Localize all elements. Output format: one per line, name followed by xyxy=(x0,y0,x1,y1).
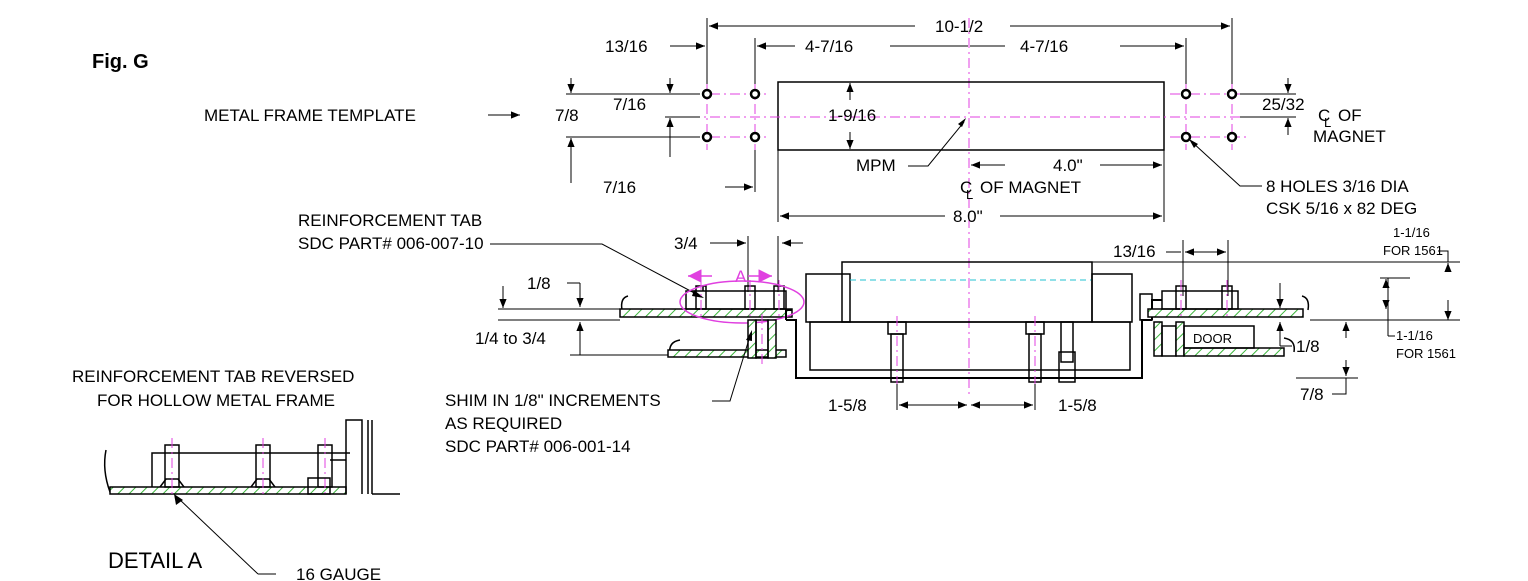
hole-4-icon xyxy=(749,131,761,143)
door-label: DOOR xyxy=(1193,331,1232,346)
detail-a: REINFORCEMENT TAB REVERSED FOR HOLLOW ME… xyxy=(72,367,400,581)
dim-magnet-height: 1-9/16 xyxy=(828,106,876,125)
dim-right-offset: 25/32 xyxy=(1262,95,1305,114)
dim-1561-b: 1-1/16 xyxy=(1396,328,1433,343)
dim-1561-a: 1-1/16 xyxy=(1393,225,1430,240)
dim-tab: 3/4 xyxy=(674,234,698,253)
holes-note-1: 8 HOLES 3/16 DIA xyxy=(1266,177,1409,196)
dim-edge-offset: 13/16 xyxy=(605,37,648,56)
cl-right-symbol: C xyxy=(1318,106,1330,125)
detail-heading-1: REINFORCEMENT TAB REVERSED xyxy=(72,367,354,386)
holes-note-2: CSK 5/16 x 82 DEG xyxy=(1266,199,1417,218)
shim-note-3: SDC PART# 006-001-14 xyxy=(445,437,631,456)
hole-6-icon xyxy=(1226,88,1238,100)
cl-symbol: C xyxy=(960,178,972,197)
dim-13-16: 13/16 xyxy=(1113,242,1156,261)
dim-eighth: 1/8 xyxy=(527,274,551,293)
dim-overall: 10-1/2 xyxy=(935,17,983,36)
dim-seven-eighths: 7/8 xyxy=(1300,385,1324,404)
gauge-label: 16 GAUGE xyxy=(296,565,381,581)
shim-note-2: AS REQUIRED xyxy=(445,414,562,433)
dim-bolt-l: 1-5/8 xyxy=(828,396,867,415)
detail-marker: A xyxy=(735,267,747,286)
dim-magnet-len: 8.0" xyxy=(953,207,983,226)
template-plan-view: 10-1/2 13/16 4-7/16 4-7/16 xyxy=(204,17,1417,395)
figure-title: Fig. G xyxy=(92,51,149,73)
hole-3-icon xyxy=(701,131,713,143)
hole-2-icon xyxy=(749,88,761,100)
hole-1-icon xyxy=(701,88,713,100)
dim-magnet-half: 4.0" xyxy=(1053,156,1083,175)
detail-title: DETAIL A xyxy=(108,548,202,573)
tab-label-2: SDC PART# 006-007-10 xyxy=(298,234,484,253)
cl-text: OF MAGNET xyxy=(980,178,1081,197)
section-view: REINFORCEMENT TAB SDC PART# 006-007-10 3… xyxy=(298,211,1460,456)
dim-hole-to-center: 7/16 xyxy=(613,95,646,114)
cl-right-of: OF xyxy=(1338,106,1362,125)
dim-left-half: 4-7/16 xyxy=(805,37,853,56)
dim-eighth-r: 1/8 xyxy=(1296,337,1320,356)
detail-heading-2: FOR HOLLOW METAL FRAME xyxy=(97,391,335,410)
hole-7-icon xyxy=(1180,131,1192,143)
dim-hole-spacing-v: 7/8 xyxy=(555,106,579,125)
shim-note-1: SHIM IN 1/8" INCREMENTS xyxy=(445,391,661,410)
cl-right-symbol-sub: L xyxy=(1324,115,1331,130)
dim-bolt-r: 1-5/8 xyxy=(1058,396,1097,415)
cl-symbol-sub: L xyxy=(966,187,973,202)
cl-right-magnet: MAGNET xyxy=(1313,127,1386,146)
dim-range: 1/4 to 3/4 xyxy=(475,329,546,348)
tab-label-1: REINFORCEMENT TAB xyxy=(298,211,482,230)
dim-1561-a-sub: FOR 1561 xyxy=(1383,243,1443,258)
hole-8-icon xyxy=(1226,131,1238,143)
dim-1561-b-sub: FOR 1561 xyxy=(1396,346,1456,361)
template-label: METAL FRAME TEMPLATE xyxy=(204,106,416,125)
dim-hole-horiz: 7/16 xyxy=(603,178,636,197)
hole-5-icon xyxy=(1180,88,1192,100)
detail-a-ellipse xyxy=(679,280,805,324)
dim-right-half: 4-7/16 xyxy=(1020,37,1068,56)
mpm-label: MPM xyxy=(856,156,896,175)
